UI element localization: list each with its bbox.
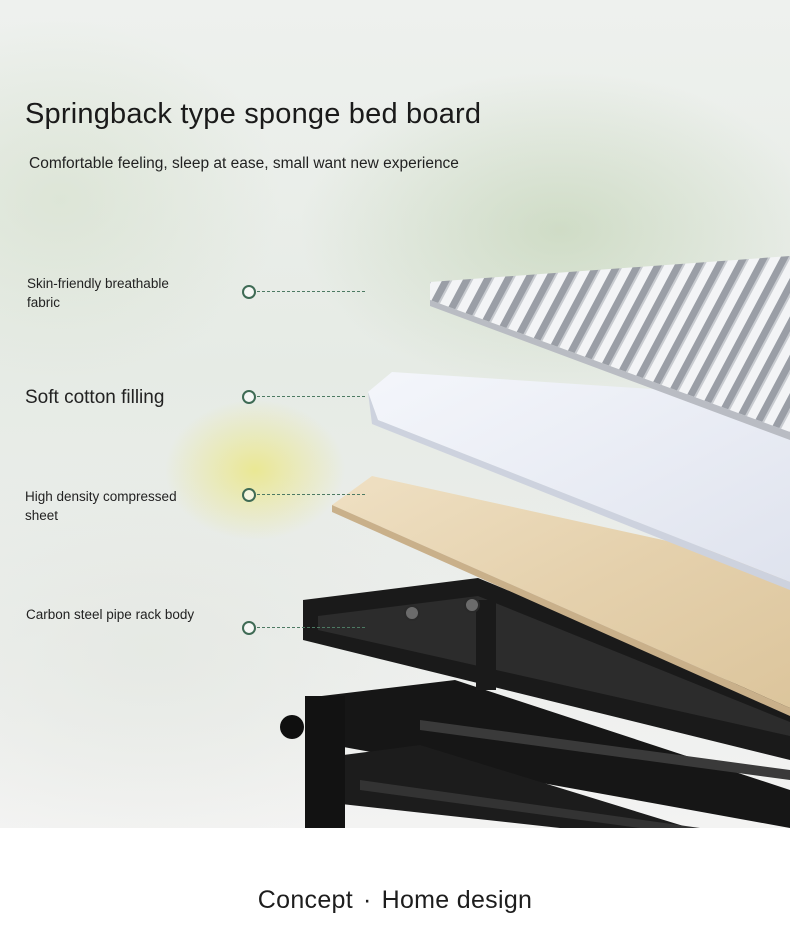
fabric-layer — [430, 256, 790, 440]
footer-heading: Concept · Home design — [0, 886, 790, 915]
feature-pointer-sheet — [242, 488, 367, 502]
page-subtitle: Comfortable feeling, sleep at ease, smal… — [29, 155, 459, 172]
footer-section: Concept · Home design — [0, 828, 790, 935]
pointer-dashed-line — [257, 291, 365, 292]
feature-label-cotton: Soft cotton filling — [25, 387, 165, 408]
pointer-dot-icon — [242, 488, 256, 502]
pointer-dashed-line — [257, 494, 365, 495]
footer-design-text: Home design — [381, 886, 533, 914]
pointer-dashed-line — [257, 627, 365, 628]
steel-frame — [280, 578, 790, 828]
feature-pointer-cotton — [242, 390, 367, 404]
pointer-dashed-line — [257, 396, 365, 397]
wood-sheet-layer — [332, 476, 790, 716]
footer-concept-text: Concept — [257, 886, 353, 914]
pointer-dot-icon — [242, 390, 256, 404]
bed-board-layers-illustration — [280, 256, 790, 828]
product-showcase: Springback type sponge bed board Comfort… — [0, 0, 790, 828]
foam-layer — [368, 372, 790, 590]
pointer-dot-icon — [242, 285, 256, 299]
feature-label-sheet: High density compressed sheet — [25, 489, 177, 523]
page-title: Springback type sponge bed board — [25, 98, 482, 130]
feature-pointer-fabric — [242, 285, 367, 299]
feature-label-frame: Carbon steel pipe rack body — [26, 607, 195, 622]
feature-pointer-frame — [242, 621, 367, 635]
feature-label-fabric: Skin-friendly breathable fabric — [27, 276, 169, 310]
footer-separator: · — [362, 886, 372, 914]
pointer-dot-icon — [242, 621, 256, 635]
